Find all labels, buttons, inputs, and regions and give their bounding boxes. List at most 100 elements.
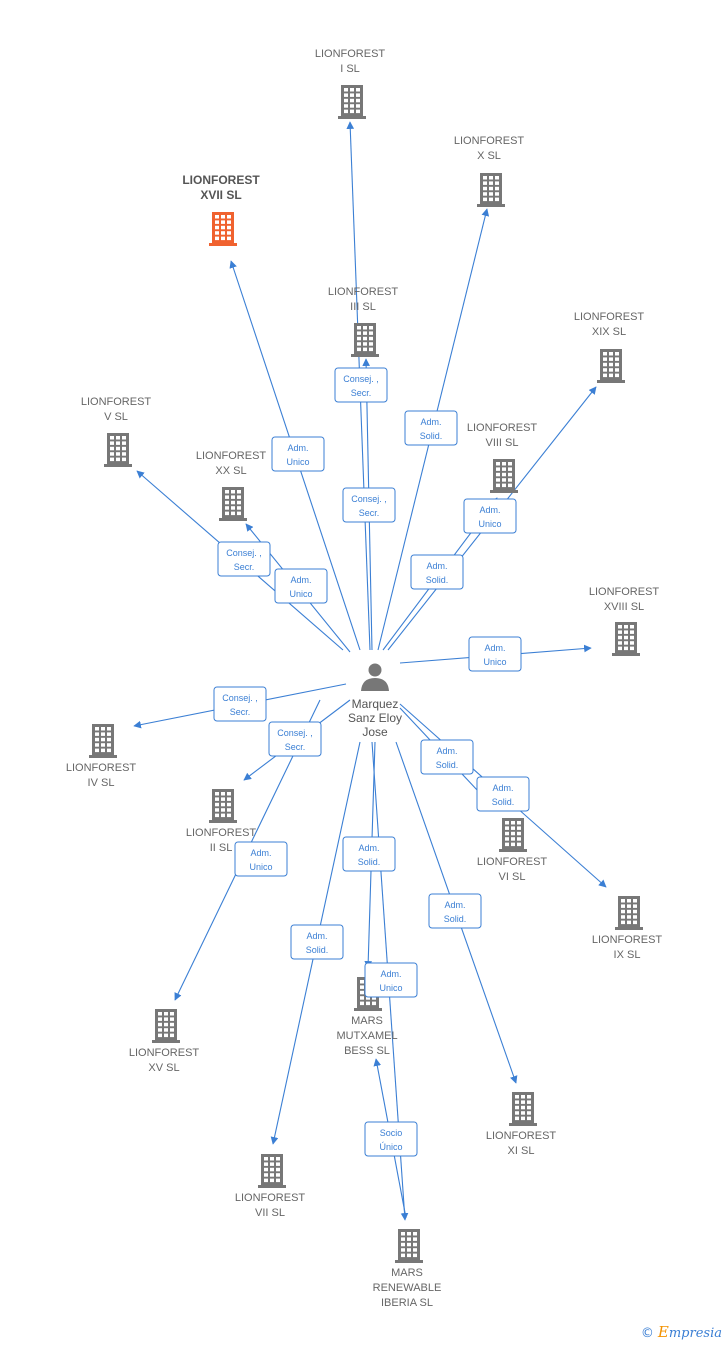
company-label-line: BESS SL (344, 1045, 390, 1057)
company-label-l8[interactable]: LIONFOREST VIII SL (467, 422, 538, 449)
relation-text: Consej. ,Secr. (222, 693, 258, 717)
relation-text: Adm.Unico (478, 505, 501, 529)
relation-text: Consej. ,Secr. (343, 374, 379, 398)
relation-badge-r8[interactable]: Adm.Solid. (410, 554, 464, 590)
relation-text: Adm.Solid. (426, 561, 449, 585)
company-label-line: MUTXAMEL (336, 1030, 397, 1042)
relation-badge-r6[interactable]: Consej. ,Secr. (217, 541, 271, 577)
building-icon-l4[interactable] (89, 724, 117, 758)
building-icon-l8[interactable] (490, 459, 518, 493)
relation-badge-r1[interactable]: Consej. ,Secr. (334, 367, 388, 403)
building-icon-l3[interactable] (351, 323, 379, 357)
relation-text: Consej. ,Secr. (226, 548, 262, 572)
building-icon-l15[interactable] (152, 1009, 180, 1043)
building-icon-l2[interactable] (209, 789, 237, 823)
company-label-l20[interactable]: LIONFOREST XX SL (196, 450, 267, 477)
relation-text: Adm.Unico (289, 575, 312, 599)
company-label-line: LIONFOREST (477, 856, 548, 868)
building-icon-l11[interactable] (509, 1092, 537, 1126)
company-label-line: LIONFOREST (486, 1130, 557, 1142)
company-label-mm[interactable]: MARS MUTXAMEL BESS SL (336, 1015, 397, 1057)
company-label-line: LIONFOREST (129, 1047, 200, 1059)
company-label-line: I SL (340, 63, 360, 75)
relation-text: Adm.Solid. (444, 900, 467, 924)
building-icon-l20[interactable] (219, 487, 247, 521)
building-icon-l18[interactable] (612, 622, 640, 656)
person-name-line: Sanz Eloy (348, 711, 402, 725)
relation-text: Adm.Unico (483, 643, 506, 667)
company-label-line: RENEWABLE (373, 1282, 442, 1294)
company-label-line: XV SL (148, 1062, 179, 1074)
company-label-line: LIONFOREST (589, 586, 660, 598)
relation-badge-r18[interactable]: Adm.Solid. (428, 893, 482, 929)
building-icon-l1[interactable] (338, 85, 366, 119)
company-label-line: LIONFOREST (182, 173, 260, 187)
relation-badge-r15[interactable]: Adm.Solid. (342, 836, 396, 872)
company-label-line: IV SL (88, 777, 115, 789)
person-icon[interactable] (361, 663, 389, 692)
person-name-line: Jose (362, 725, 388, 739)
relation-badge-r7[interactable]: Adm.Unico (274, 568, 328, 604)
brand-name: mpresia (668, 1326, 722, 1341)
company-label-l15[interactable]: LIONFOREST XV SL (129, 1047, 200, 1074)
relation-badge-r17[interactable]: Adm.Unico (364, 962, 418, 998)
company-label-line: LIONFOREST (196, 450, 267, 462)
company-label-line: VII SL (255, 1207, 285, 1219)
relation-badge-r12[interactable]: Adm.Solid. (420, 739, 474, 775)
relation-text: Adm.Solid. (306, 931, 329, 955)
building-icon-l9[interactable] (615, 896, 643, 930)
company-label-l18[interactable]: LIONFOREST XVIII SL (589, 586, 660, 613)
building-icon-l5[interactable] (104, 433, 132, 467)
building-icon-l7[interactable] (258, 1154, 286, 1188)
building-icon-l6[interactable] (499, 818, 527, 852)
company-label-line: LIONFOREST (235, 1192, 306, 1204)
building-icon-l10[interactable] (477, 173, 505, 207)
relation-text: Adm.Solid. (358, 843, 381, 867)
relation-text: Adm.Unico (286, 443, 309, 467)
relation-text: Adm.Unico (249, 848, 272, 872)
relation-badge-r3[interactable]: Adm.Unico (271, 436, 325, 472)
building-icon-mr[interactable] (395, 1229, 423, 1263)
relation-badge-r9[interactable]: Adm.Unico (468, 636, 522, 672)
relation-badge-r4[interactable]: Consej. ,Secr. (342, 487, 396, 523)
relation-badge-r13[interactable]: Adm.Solid. (476, 776, 530, 812)
copyright-icon: © (640, 1326, 654, 1341)
relation-text: Adm.Solid. (492, 783, 515, 807)
relation-badge-r11[interactable]: Consej. ,Secr. (268, 721, 322, 757)
relation-badge-r16[interactable]: Adm.Solid. (290, 924, 344, 960)
company-label-line: III SL (350, 301, 376, 313)
company-label-line: IBERIA SL (381, 1297, 433, 1309)
building-icon-l19[interactable] (597, 349, 625, 383)
company-label-line: XVII SL (200, 188, 241, 202)
relation-text: Adm.Unico (379, 969, 402, 993)
building-icon-l17[interactable] (209, 212, 237, 246)
company-label-line: XVIII SL (604, 601, 644, 613)
brand-watermark: ©Empresia (641, 1323, 722, 1341)
relation-badge-r5[interactable]: Adm.Unico (463, 498, 517, 534)
relation-badge-r10[interactable]: Consej. ,Secr. (213, 686, 267, 722)
company-label-l7[interactable]: LIONFOREST VII SL (235, 1192, 306, 1219)
company-label-line: LIONFOREST (574, 311, 645, 323)
company-label-line: MARS (351, 1015, 383, 1027)
company-label-line: VIII SL (485, 437, 518, 449)
relation-text: Adm.Solid. (436, 746, 459, 770)
relation-badge-r14[interactable]: Adm.Unico (234, 841, 288, 877)
relation-badge-r2[interactable]: Adm.Solid. (404, 410, 458, 446)
company-label-line: LIONFOREST (467, 422, 538, 434)
company-label-line: XX SL (215, 465, 246, 477)
